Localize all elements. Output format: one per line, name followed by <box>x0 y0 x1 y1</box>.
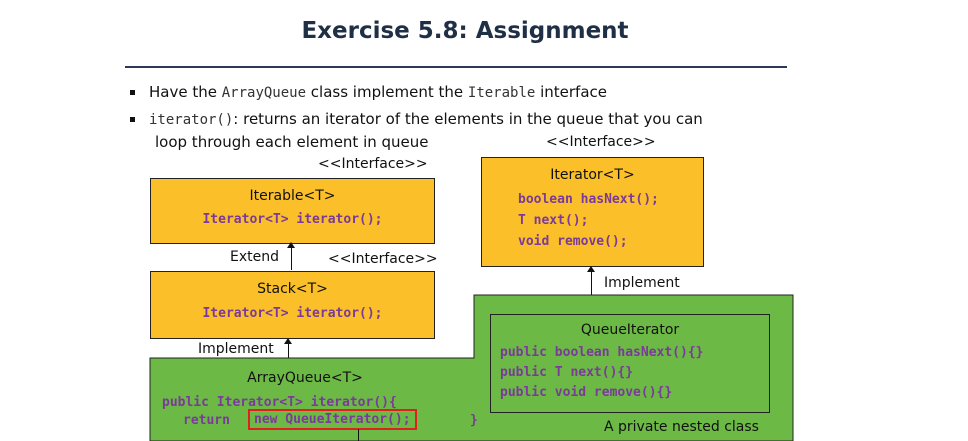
stack-box: Stack<T> Iterator<T> iterator(); <box>150 271 435 339</box>
queueiterator-method-2: public T next(){} <box>500 365 634 380</box>
highlight-pointer-line <box>358 429 359 441</box>
bullet-2-line-2: loop through each element in queue <box>155 133 429 151</box>
bullet-1-pre: Have the <box>149 83 222 101</box>
extend-label: Extend <box>230 249 279 265</box>
arrayqueue-method-line-1: public Iterator<T> iterator(){ <box>162 395 397 410</box>
iterator-box: Iterator<T> boolean hasNext(); T next();… <box>481 157 704 267</box>
queueiterator-name: QueueIterator <box>580 322 680 338</box>
bullet-1-post: interface <box>535 83 607 101</box>
queueiterator-method-1: public boolean hasNext(){} <box>500 345 704 360</box>
bullet-marker <box>130 90 135 95</box>
implement-left-label: Implement <box>198 341 274 357</box>
iterator-method-3: void remove(); <box>518 234 628 249</box>
stack-name: Stack<T> <box>257 281 328 297</box>
bullet-1-code-iterable: Iterable <box>467 85 536 101</box>
bullet-1-mid: class implement the <box>306 83 468 101</box>
extend-arrowhead <box>287 242 295 248</box>
arrayqueue-return-keyword: return <box>183 413 230 428</box>
interface-label-iterable: <<Interface>> <box>318 156 428 172</box>
bullet-2-code: iterator() <box>149 112 234 128</box>
interface-label-stack: <<Interface>> <box>328 251 438 267</box>
interface-label-iterator: <<Interface>> <box>546 134 656 150</box>
stack-method: Iterator<T> iterator(); <box>202 306 383 321</box>
implement-right-arrow-line <box>591 268 592 314</box>
arrayqueue-closing-brace: } <box>470 413 478 428</box>
private-nested-label: A private nested class <box>604 419 759 435</box>
queueiterator-method-3: public void remove(){} <box>500 385 673 400</box>
bullet-marker <box>130 117 135 122</box>
bullet-1: Have the ArrayQueue class implement the … <box>130 83 607 101</box>
queueiterator-box: QueueIterator public boolean hasNext(){}… <box>490 314 770 413</box>
implement-right-label: Implement <box>604 275 680 291</box>
bullet-1-code-arrayqueue: ArrayQueue <box>221 85 307 101</box>
extend-arrow-line <box>291 244 292 270</box>
iterable-method: Iterator<T> iterator(); <box>202 212 383 227</box>
bullet-2: iterator(): returns an iterator of the e… <box>130 110 703 128</box>
iterator-method-2: T next(); <box>518 213 589 228</box>
new-queueiterator-highlight: new QueueIterator(); <box>248 409 417 430</box>
implement-left-arrowhead <box>284 338 292 344</box>
bullet-2-text-1: : returns an iterator of the elements in… <box>233 110 703 128</box>
iterable-name: Iterable<T> <box>249 188 336 204</box>
iterator-name: Iterator<T> <box>550 167 635 183</box>
title-underline <box>125 66 787 68</box>
implement-right-arrowhead <box>587 266 595 272</box>
page-title: Exercise 5.8: Assignment <box>301 18 629 44</box>
implement-left-arrow-line <box>288 340 289 358</box>
arrayqueue-name: ArrayQueue<T> <box>247 370 363 386</box>
iterator-method-1: boolean hasNext(); <box>518 192 659 207</box>
